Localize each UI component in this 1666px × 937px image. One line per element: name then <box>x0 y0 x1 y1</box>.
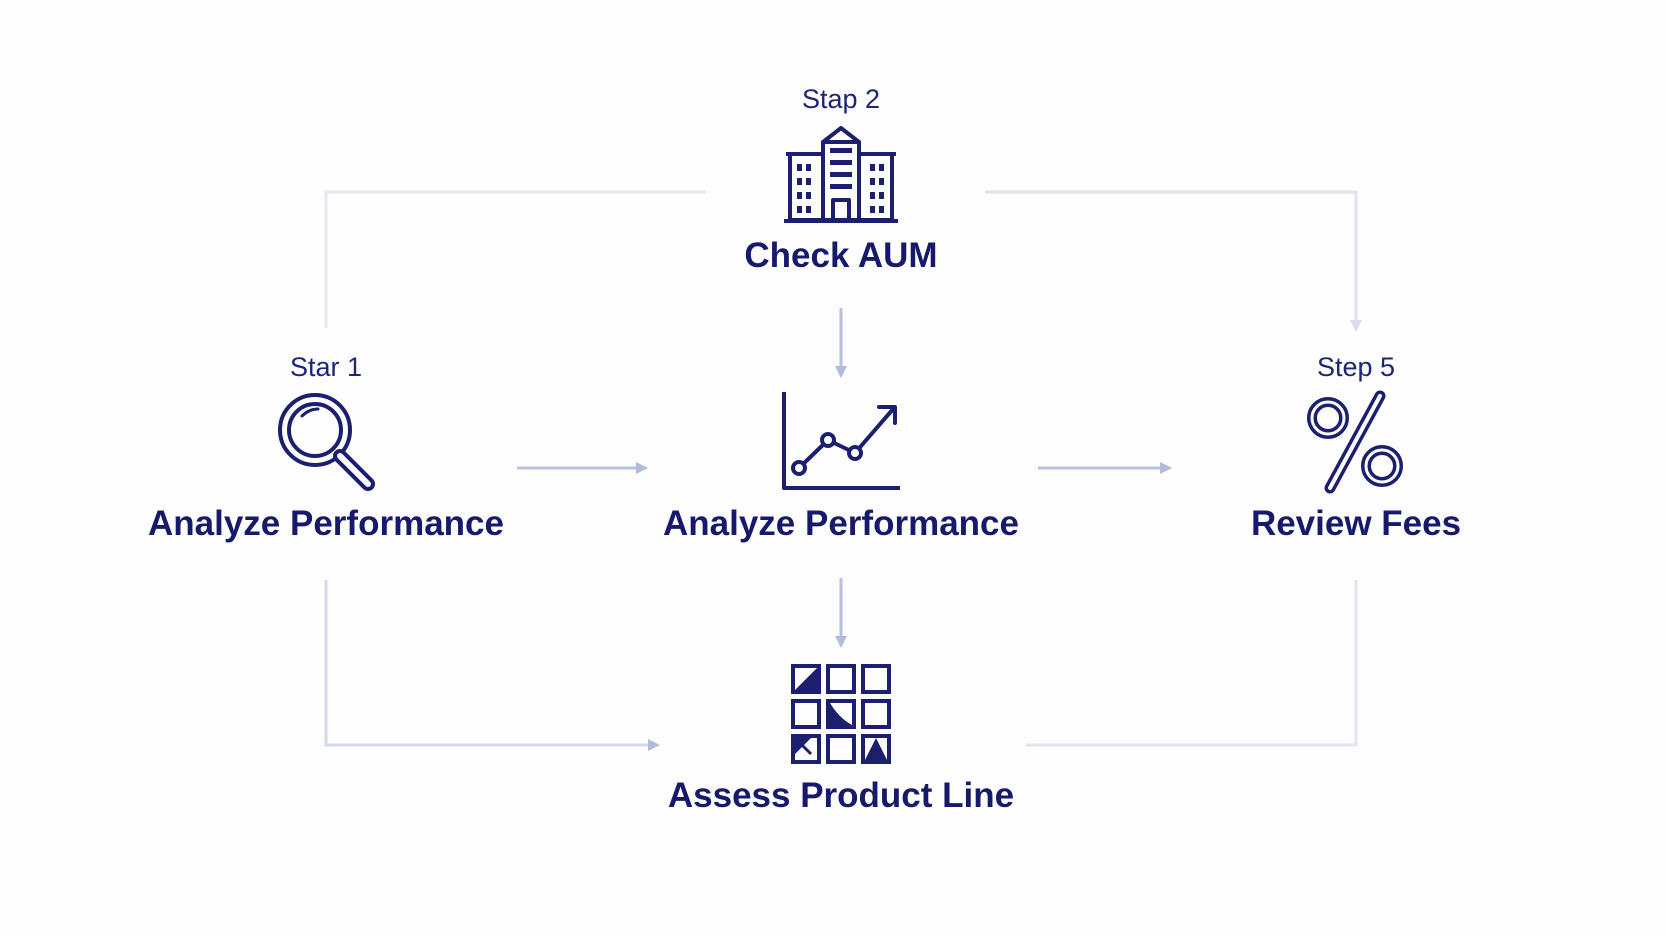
bottom-title: Assess Product Line <box>667 776 1015 815</box>
step1-title: Analyze Performance <box>148 504 504 543</box>
step5-label: Step 5 <box>1316 352 1396 382</box>
node-step5: Step 5 Review Fees <box>1146 350 1566 546</box>
step5-title: Review Fees <box>1250 504 1462 543</box>
center-title: Analyze Performance <box>663 504 1019 543</box>
line-chart-icon <box>782 392 900 490</box>
node-step1: Star 1 Analyze Performance <box>116 350 536 546</box>
node-step2: Stap 2 <box>631 82 1051 278</box>
connector-step2-to-step5 <box>985 190 1362 332</box>
building-icon <box>784 126 898 223</box>
connector-step1-to-bottom <box>324 580 660 751</box>
connector-step5-to-bottom <box>1026 580 1358 747</box>
step1-label: Star 1 <box>289 352 363 382</box>
grid-icon <box>791 664 891 764</box>
percent-icon <box>1307 390 1403 494</box>
node-bottom: Assess Product Line <box>631 662 1051 818</box>
connector-step1-to-step2 <box>324 190 706 328</box>
step2-label: Stap 2 <box>801 84 881 114</box>
magnifier-icon <box>278 393 375 491</box>
node-center: Analyze Performance <box>631 390 1051 546</box>
step2-title: Check AUM <box>744 236 938 275</box>
